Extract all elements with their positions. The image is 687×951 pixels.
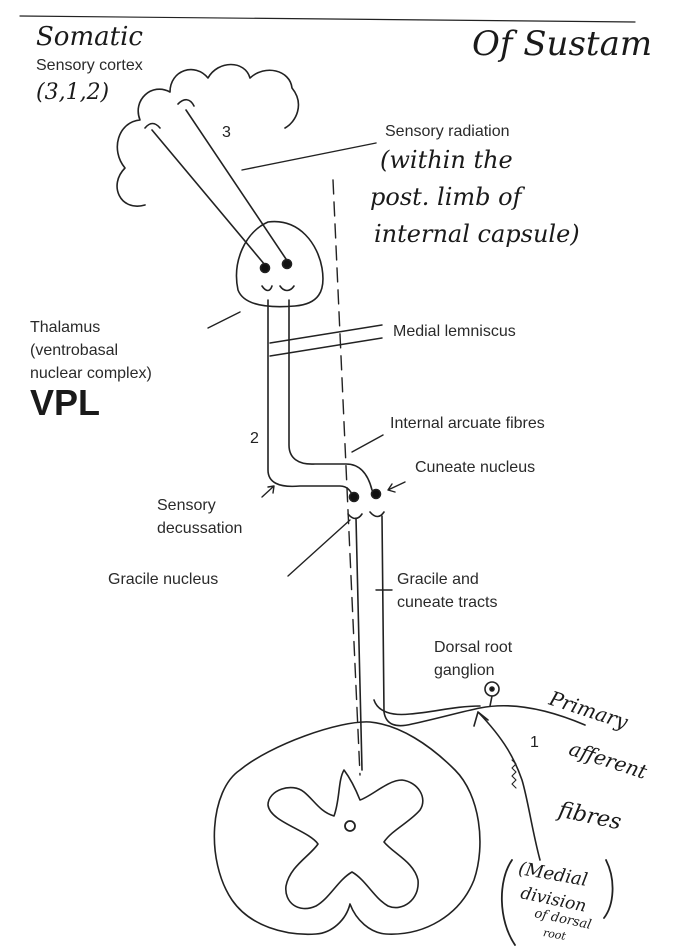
second-order-neuron	[268, 300, 372, 500]
neuron-number-1: 1	[530, 734, 539, 752]
label-ganglion: ganglion	[434, 661, 495, 681]
spinal-cord-outline	[214, 722, 480, 934]
label-cuneate-nucleus: Cuneate nucleus	[415, 458, 535, 478]
sensory-radiation-pointer	[242, 143, 376, 170]
dorsal-root-ganglion-core	[490, 687, 494, 691]
label-decussation: decussation	[157, 519, 242, 539]
label-sensory: Sensory	[157, 496, 216, 516]
label-dorsal-root: Dorsal root	[434, 638, 512, 658]
label-gracile-and: Gracile and	[397, 570, 479, 590]
note-within-the: (within the	[380, 146, 513, 174]
third-order-neuron	[152, 110, 288, 265]
cuneate-nucleus-cell	[372, 490, 381, 499]
note-post-limb: post. limb of	[370, 183, 521, 211]
label-thalamus: Thalamus	[30, 318, 100, 338]
central-canal	[345, 821, 355, 831]
label-cuneate-tracts: cuneate tracts	[397, 593, 498, 613]
decussation-arrow	[262, 486, 274, 497]
cortex-outline	[117, 65, 298, 207]
label-sensory-radiation: Sensory radiation	[385, 122, 510, 142]
grey-matter	[268, 770, 423, 909]
note-somatic: Somatic	[36, 22, 143, 52]
cortex-terminal-right	[178, 100, 194, 106]
medial-note-bracket-right	[604, 860, 613, 918]
thalamus-synapse-left	[262, 286, 272, 291]
label-thalamus-ventrobasal: (ventrobasal	[30, 341, 118, 361]
label-gracile-nucleus: Gracile nucleus	[108, 570, 218, 590]
gracile-nucleus-cell	[350, 493, 359, 502]
thalamus-cell-right	[283, 260, 292, 269]
label-thalamus-nuclear-complex: nuclear complex)	[30, 364, 152, 384]
note-brodmann-areas: (3,1,2)	[36, 80, 109, 105]
thalamus-outline	[237, 222, 323, 307]
label-internal-arcuate-fibres: Internal arcuate fibres	[390, 414, 545, 434]
medial-note-bracket-left	[502, 860, 515, 945]
neuron-number-2: 2	[250, 430, 259, 448]
midline	[333, 180, 360, 775]
label-sensory-cortex: Sensory cortex	[36, 56, 143, 76]
thalamus-synapse-right	[280, 286, 294, 291]
thalamus-label-arrow	[208, 312, 240, 328]
ganglion-stalk	[490, 696, 492, 706]
neuron-number-3: 3	[222, 124, 231, 142]
note-top-right: Of Sustam	[472, 24, 652, 64]
cortex-terminal-left	[145, 124, 160, 129]
label-medial-lemniscus: Medial lemniscus	[393, 322, 516, 342]
internal-arcuate-pointer	[352, 435, 383, 452]
medial-division-squiggle	[512, 760, 516, 788]
gracile-nucleus-pointer	[288, 520, 350, 576]
thalamus-cell-left	[261, 264, 270, 273]
note-internal-capsule: internal capsule)	[374, 220, 580, 248]
gracile-synapse	[348, 514, 362, 519]
note-vpl: VPL	[30, 382, 100, 424]
cuneate-nucleus-arrow	[388, 482, 405, 492]
